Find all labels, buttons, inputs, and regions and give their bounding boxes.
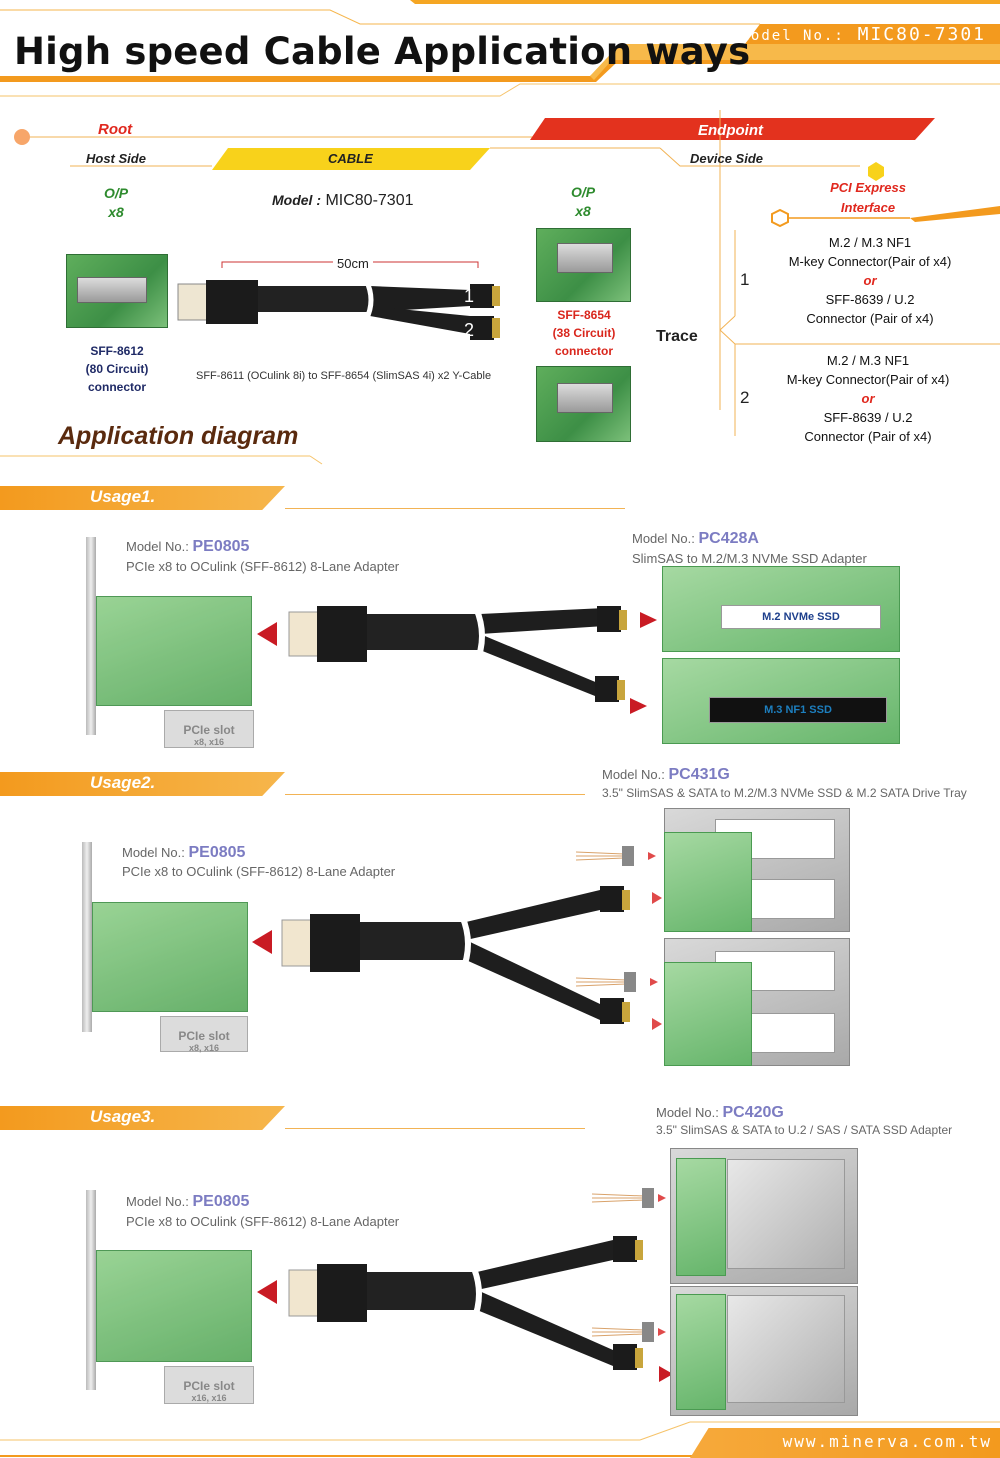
cable-length-label: 50cm	[333, 256, 373, 271]
pc420g-board-2	[676, 1294, 726, 1410]
usage3-left-desc: PCIe x8 to OCulink (SFF-8612) 8-Lane Ada…	[126, 1214, 400, 1229]
usage2-right-model: Model No.: PC431G	[602, 766, 730, 783]
usage3-left-model: Model No.: PE0805	[126, 1193, 250, 1210]
usage1-left-desc: PCIe x8 to OCulink (SFF-8612) 8-Lane Ada…	[126, 559, 400, 574]
usage3-label: Usage3.	[90, 1107, 156, 1126]
cable-model: Model : MIC80-7301	[272, 192, 414, 209]
cable-leg-1: 1	[464, 286, 475, 306]
pc428a-board-1: M.2 NVMe SSD	[662, 566, 900, 652]
usage2-bar	[0, 772, 285, 796]
usage2-pe0805-card	[92, 902, 248, 1012]
usage1-left-model: Model No.: PE0805	[126, 538, 250, 555]
pc431g-board-2	[664, 962, 752, 1066]
usage3-right-model: Model No.: PC420G	[656, 1104, 784, 1121]
m2-nvme-ssd-label: M.2 NVMe SSD	[721, 605, 881, 629]
sff8654-connector-photo-2	[536, 366, 631, 442]
usage1-cable	[257, 606, 657, 714]
usage2-pcie-slot: PCIe slot x8, x16	[160, 1016, 248, 1053]
m3-nf1-ssd-label: M.3 NF1 SSD	[709, 697, 887, 723]
pc420g-adapter-2	[670, 1286, 858, 1416]
cable-leg-2: 2	[464, 320, 475, 340]
usage3-right-desc: 3.5" SlimSAS & SATA to U.2 / SAS / SATA …	[656, 1123, 953, 1137]
cable-label: CABLE	[328, 151, 373, 166]
y-cable-drawing	[177, 261, 500, 340]
usage2-bracket	[82, 842, 92, 1032]
usage2-right-desc: 3.5" SlimSAS & SATA to M.2/M.3 NVMe SSD …	[602, 786, 967, 800]
endpoint-label: Endpoint	[698, 122, 763, 139]
usage2-sata-cables	[576, 846, 662, 1030]
pci-express-interface-label: PCI Express Interface	[830, 180, 906, 215]
usage1-right-model: Model No.: PC428A	[632, 530, 759, 547]
usage2-left-model: Model No.: PE0805	[122, 844, 246, 861]
application-diagram-title: Application diagram	[58, 422, 299, 450]
usage1-label: Usage1.	[90, 487, 156, 506]
usage1-bracket	[86, 537, 96, 735]
top-diagram-lines	[0, 110, 1000, 465]
root-label: Root	[98, 121, 133, 138]
host-op-label: O/P x8	[103, 185, 129, 220]
trace-label: Trace	[656, 328, 698, 345]
page-title: High speed Cable Application ways	[14, 30, 751, 73]
device-connector-label: SFF-8654 (38 Circuit) connector	[552, 308, 616, 358]
header-decoration	[0, 0, 1000, 97]
usage2-cable	[252, 886, 630, 1024]
trace-2-number: 2	[740, 388, 750, 407]
usage3-pcie-slot: PCIe slot x16, x16	[164, 1366, 254, 1404]
device-op-label: O/P x8	[570, 184, 596, 219]
pc428a-board-2: M.3 NF1 SSD	[662, 658, 900, 744]
usage3-cable	[257, 1236, 673, 1382]
usage2-label: Usage2.	[90, 773, 156, 792]
footer-decoration	[0, 1421, 1000, 1457]
usage1-right-desc: SlimSAS to M.2/M.3 NVMe SSD Adapter	[632, 551, 867, 566]
device-side-label: Device Side	[690, 151, 763, 166]
usage3-pe0805-card	[96, 1250, 252, 1362]
trace-1-number: 1	[740, 270, 750, 289]
usage2-divider	[285, 794, 585, 795]
sff8654-connector-photo-1	[536, 228, 631, 302]
cable-description: SFF-8611 (OCulink 8i) to SFF-8654 (SlimS…	[196, 370, 492, 382]
usage1-pe0805-card	[96, 596, 252, 706]
usage3-bracket	[86, 1190, 96, 1390]
model-value: MIC80-7301	[857, 24, 986, 45]
host-connector-label: SFF-8612 (80 Circuit) connector	[85, 344, 149, 394]
host-side-label: Host Side	[86, 151, 146, 166]
usage1-pcie-slot: PCIe slot x8, x16	[164, 710, 254, 748]
footer-bar	[690, 1428, 1000, 1458]
model-label: Model No.:	[740, 28, 845, 44]
usage3-bar	[0, 1106, 285, 1130]
pc420g-board-1	[676, 1158, 726, 1276]
trace-2-interface: M.2 / M.3 NF1 M-key Connector(Pair of x4…	[786, 353, 950, 444]
pc431g-board-1	[664, 832, 752, 932]
usage3-sata-cables	[592, 1188, 666, 1342]
footer-url[interactable]: www.minerva.com.tw	[782, 1432, 992, 1451]
sff8612-connector-photo	[66, 254, 168, 328]
usage2-left-desc: PCIe x8 to OCulink (SFF-8612) 8-Lane Ada…	[122, 864, 396, 879]
usage1-bar	[0, 486, 285, 510]
usage1-divider	[285, 508, 625, 509]
trace-1-interface: M.2 / M.3 NF1 M-key Connector(Pair of x4…	[788, 235, 952, 326]
usage3-divider	[285, 1128, 585, 1129]
header-model-number: Model No.: MIC80-7301	[740, 24, 986, 45]
